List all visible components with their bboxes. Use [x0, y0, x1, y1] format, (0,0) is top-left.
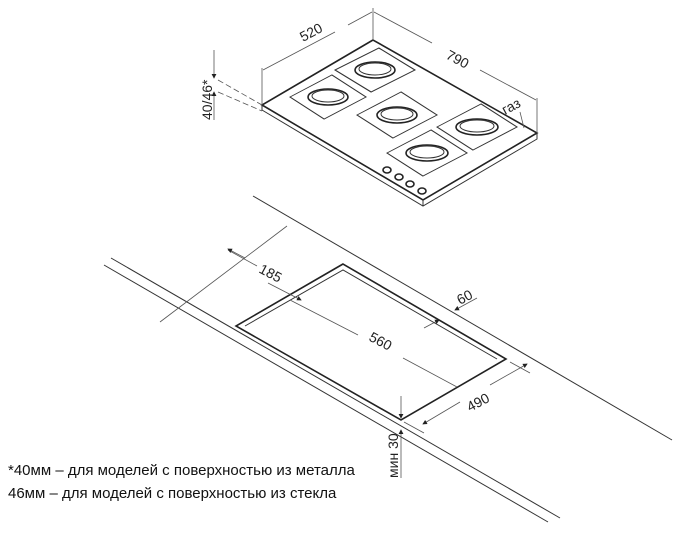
dim-hob-width: 790 — [444, 47, 472, 72]
burner — [435, 103, 519, 151]
burner — [385, 129, 469, 177]
dim-cutout-length: 560 — [367, 329, 395, 354]
countertop-back-edge — [252, 195, 673, 441]
footnote-metal: *40мм – для моделей с поверхностью из ме… — [8, 462, 355, 479]
dim-back-offset: 185 — [257, 261, 285, 286]
burner — [333, 47, 417, 93]
cutout — [234, 263, 508, 421]
dim-hob-depth: 520 — [297, 19, 325, 44]
gas-inlet-label: газ — [499, 95, 523, 118]
dim-cutout-depth: 490 — [464, 389, 492, 414]
burner — [289, 74, 367, 120]
footnote-glass: 46мм – для моделей с поверхностью из сте… — [8, 485, 337, 502]
dim-hob-height: 40/46* — [199, 79, 215, 120]
dim-side-offset: 60 — [454, 286, 475, 308]
control-knobs — [382, 166, 427, 195]
burner — [355, 91, 439, 139]
countertop-front-edge — [103, 264, 549, 523]
hob-drawing: 520 790 40/46* газ — [199, 8, 539, 207]
dim-min-front: мин 30 — [385, 433, 401, 478]
